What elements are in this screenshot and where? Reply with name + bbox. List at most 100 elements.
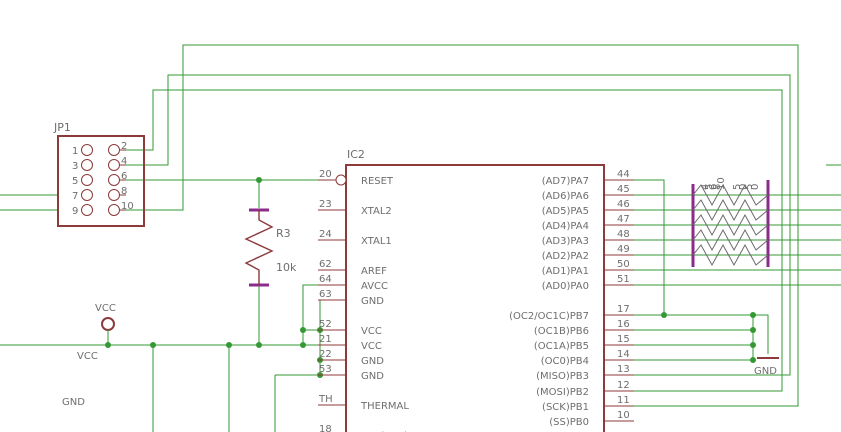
ic2-pin-number: 51 — [617, 274, 630, 285]
wire-pb-bus — [752, 314, 769, 360]
rn-resistor-element — [692, 228, 769, 252]
ic2-pin-number: 10 — [617, 410, 630, 421]
ic2-pin-name: VCC — [361, 326, 382, 337]
jp1-pin-label: 1 — [72, 146, 78, 157]
vcc-symbol: VCC VCC — [77, 303, 116, 362]
junction-pb4 — [750, 357, 756, 363]
rn-resistor-element — [692, 243, 769, 267]
ic2-pin-number: 15 — [617, 334, 630, 345]
ic2-left-pins: 20RESET23XTAL224XTAL162AREF64AVCC63GND52… — [318, 169, 409, 432]
jp1-pin-label: 4 — [121, 156, 127, 167]
ic2-pin-name: AVCC — [361, 281, 388, 292]
ic2-pin-number: 21 — [319, 334, 332, 345]
r3-resistor: R3 10k — [244, 208, 297, 287]
vcc-symbol-label: VCC — [95, 303, 116, 314]
ic2-pin-number: 17 — [617, 304, 630, 315]
rn-glyph: 4 — [700, 184, 711, 190]
jp1-pin-label: 2 — [121, 141, 127, 152]
ic2-pin-name: THERMAL — [360, 401, 409, 412]
gnd-symbol: GND — [754, 357, 779, 377]
ic2-pin-name: (AD3)PA3 — [542, 236, 589, 247]
ic2-pin-name: (AD7)PA7 — [542, 176, 589, 187]
jp1-pin-7-pad — [81, 189, 93, 201]
reset-inversion-bubble-icon — [335, 174, 347, 186]
jp1-pin-5-pad — [81, 174, 93, 186]
wire-jp1-pin10 — [120, 44, 799, 407]
jp1-body — [57, 135, 145, 227]
ic2-pin-number: 49 — [617, 244, 630, 255]
ic2-pin-number: 53 — [319, 364, 332, 375]
ic2-pin-number: 23 — [319, 199, 332, 210]
rn-resistor-element — [692, 213, 769, 237]
jp1-pin-label: 3 — [72, 161, 78, 172]
wire-jp1-pin2 — [120, 89, 783, 392]
ic2-pin-name: GND — [361, 296, 384, 307]
jp1-pin-label: 10 — [121, 201, 134, 212]
rn-glyph: 5 — [744, 184, 755, 190]
rn-resistor-element — [692, 183, 769, 207]
junction-pb7 — [661, 312, 667, 318]
ic2-pin-name: (OC2/OC1C)PB7 — [509, 311, 589, 322]
ic2-pin-number: 14 — [617, 349, 630, 360]
ic2-pin-number: 12 — [617, 380, 630, 391]
ic2-name: IC2 — [347, 148, 365, 161]
junction-vcc-259 — [256, 342, 262, 348]
jp1-name: JP1 — [53, 121, 71, 134]
ic2-pin-number: 52 — [319, 319, 332, 330]
junction-vcc-153 — [150, 342, 156, 348]
ic2-right-pins: 44(AD7)PA745(AD6)PA646(AD5)PA547(AD4)PA4… — [509, 169, 634, 428]
jp1-pin-3-pad — [81, 159, 93, 171]
ic2-pin-number: 62 — [319, 259, 332, 270]
ic2-pin-name: (AD0)PA0 — [542, 281, 589, 292]
junction-vcc-52 — [300, 327, 306, 333]
junction-pb6 — [750, 327, 756, 333]
junctions — [105, 177, 756, 378]
jp1-pin-label: 5 — [72, 176, 78, 187]
ic2-chip: IC2 20RESET23XTAL224XTAL162AREF64AVCC63G… — [318, 148, 634, 432]
rn-zigzags — [692, 183, 769, 267]
jp1-pin-9-pad — [81, 204, 93, 216]
gnd-symbol-label: GND — [754, 366, 777, 377]
ic2-pin-name: AREF — [361, 266, 387, 277]
rn-glyph: 6 — [708, 184, 719, 190]
jp1-pin-8-pad — [108, 189, 120, 201]
ic2-pin-name: VCC — [361, 341, 382, 352]
ic2-pin-name: (AD4)PA4 — [542, 221, 589, 232]
junction-pb7-bus — [750, 312, 756, 318]
rn-glyph: 8 — [712, 184, 723, 190]
rn-resistor-element — [692, 198, 769, 222]
jp1-pin-4-pad — [108, 159, 120, 171]
ic2-pin-number: 16 — [617, 319, 630, 330]
rn-glyph: 5 — [704, 184, 715, 190]
ic2-pin-number: 13 — [617, 364, 630, 375]
ic2-pin-number: 47 — [617, 214, 630, 225]
ic2-pin-number: TH — [318, 394, 333, 405]
wire-pa7 — [605, 179, 665, 315]
ic2-pin-number: 45 — [617, 184, 630, 195]
ic2-pin-name: XTAL2 — [361, 206, 392, 217]
ic2-pin-number: 44 — [617, 169, 630, 180]
r3-zigzag — [244, 210, 274, 285]
jp1-pin-2-pad — [108, 144, 120, 156]
jp1-pin-6-pad — [108, 174, 120, 186]
junction-reset — [256, 177, 262, 183]
ic2-pin-number: 48 — [617, 229, 630, 240]
ic2-pin-name: XTAL1 — [361, 236, 392, 247]
ic2-pin-number: 63 — [319, 289, 332, 300]
wires — [0, 44, 841, 432]
junction-vcc-303 — [300, 342, 306, 348]
rn-glyph: 5 — [732, 184, 743, 190]
gnd-net-label: GND — [62, 397, 85, 408]
jp1-pin-label: 6 — [121, 171, 127, 182]
ic2-pin-name: (OC0)PB4 — [541, 356, 589, 367]
ic2-pin-number: 64 — [319, 274, 332, 285]
ic2-pin-number: 50 — [617, 259, 630, 270]
vcc-net-label: VCC — [77, 351, 98, 362]
rn-glyph: 0 — [750, 184, 761, 190]
ic2-body — [345, 164, 605, 432]
ic2-pin-name: (MISO)PB3 — [536, 371, 589, 382]
ic2-pin-name: (AD5)PA5 — [542, 206, 589, 217]
